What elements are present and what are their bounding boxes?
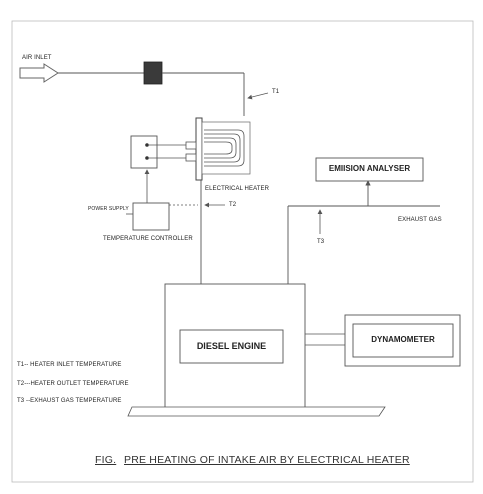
legend-item: T3 --EXHAUST GAS TEMPERATURE	[17, 398, 122, 404]
switch-terminal-1	[145, 143, 149, 147]
t3-label: T3	[317, 239, 325, 245]
air-inlet-label: AIR INLET	[22, 55, 52, 61]
electrical-heater-label: ELECTRICAL HEATER	[205, 186, 270, 192]
outer-border	[11, 20, 474, 483]
temperature-controller-box	[132, 202, 170, 231]
temperature-controller-label: TEMPERATURE CONTROLLER	[103, 236, 193, 242]
heater-terminal-bottom	[185, 153, 197, 162]
figure-caption: PRE HEATING OF INTAKE AIR BY ELECTRICAL …	[124, 454, 410, 466]
figure-caption-prefix: FIG.	[95, 454, 117, 466]
switch-box	[130, 135, 158, 169]
air-inlet-arrow	[19, 63, 59, 83]
legend-item: T2---HEATER OUTLET TEMPERATURE	[17, 381, 129, 387]
t1-pointer	[247, 92, 269, 100]
heater-coils	[204, 129, 245, 167]
dynamometer-box	[352, 323, 454, 358]
legend-item: T1-- HEATER INLET TEMPERATURE	[17, 362, 122, 368]
emission-analyser-label: EMIISION ANALYSER	[328, 164, 411, 173]
diesel-engine-label: DIESEL ENGINE	[196, 341, 267, 351]
heater-terminal-top	[185, 141, 197, 150]
exhaust-gas-label: EXHAUST GAS	[398, 217, 442, 223]
dynamometer-label: DYNAMOMETER	[371, 335, 435, 344]
air-filter-block	[143, 61, 163, 85]
t1-label: T1	[272, 89, 280, 95]
t2-label: T2	[229, 202, 237, 208]
heater-flange	[195, 117, 203, 181]
emission-analyser-box	[315, 157, 424, 182]
power-supply-label: POWER SUPPLY	[88, 206, 129, 212]
diesel-engine-box	[179, 329, 284, 364]
switch-terminal-2	[145, 156, 149, 160]
engine-base-plate	[127, 406, 386, 417]
